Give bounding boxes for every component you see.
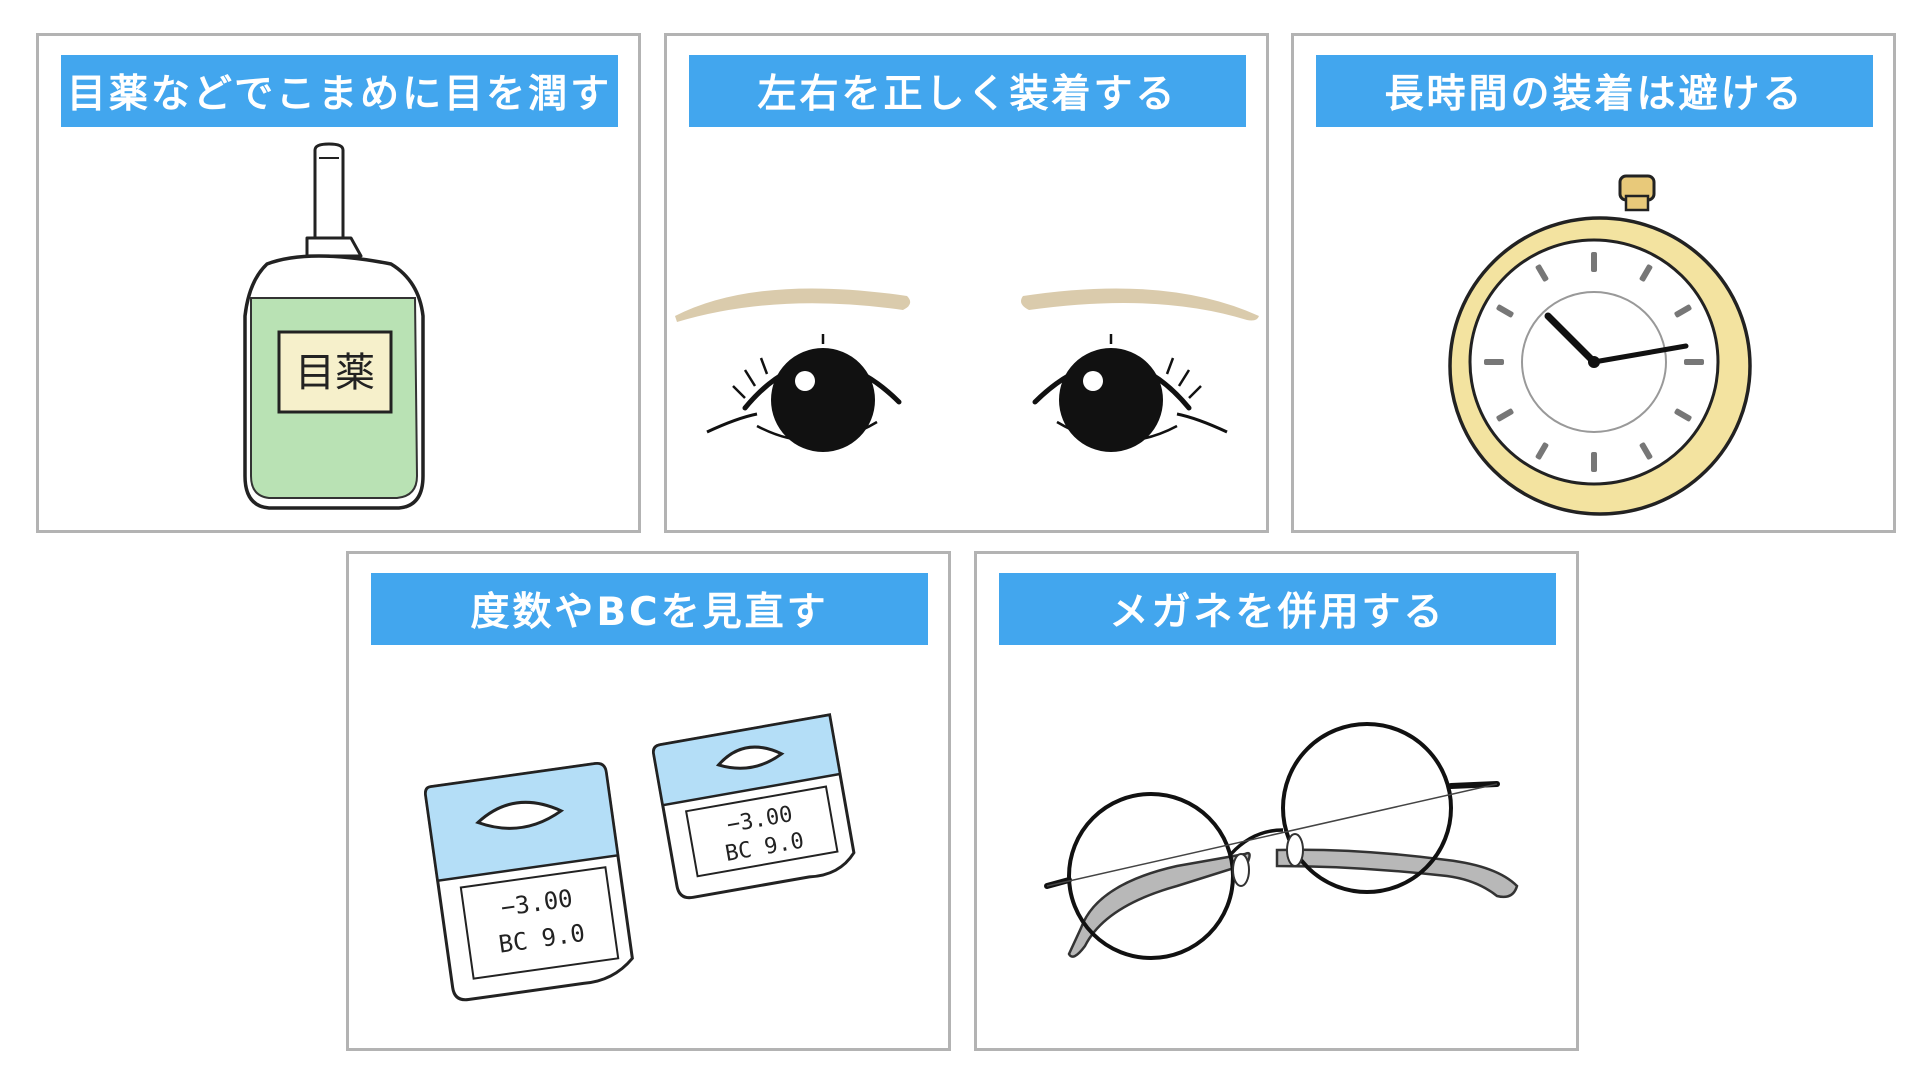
tip-panel-review-power-bc: 度数やBCを見直す −3.00 BC 9.0 −3.00 BC 9.0	[346, 551, 951, 1051]
eye-drop-bottle-illustration: 目薬	[39, 136, 638, 530]
tip-title: メガネを併用する	[999, 573, 1556, 645]
tip-panel-eye-drops: 目薬などでこまめに目を潤す 目薬	[36, 33, 641, 533]
tip-title: 度数やBCを見直す	[371, 573, 928, 645]
tip-panel-avoid-long-wear: 長時間の装着は避ける	[1291, 33, 1896, 533]
glasses-illustration	[977, 654, 1576, 1048]
contact-lens-cases-illustration: −3.00 BC 9.0 −3.00 BC 9.0	[349, 654, 948, 1048]
eye-drop-label-text: 目薬	[295, 350, 375, 396]
eyes-illustration	[667, 136, 1266, 530]
tip-title: 目薬などでこまめに目を潤す	[61, 55, 618, 127]
tip-title: 長時間の装着は避ける	[1316, 55, 1873, 127]
tip-panel-use-glasses: メガネを併用する	[974, 551, 1579, 1051]
tip-panel-wear-correctly: 左右を正しく装着する	[664, 33, 1269, 533]
tip-title: 左右を正しく装着する	[689, 55, 1246, 127]
pocket-watch-illustration	[1294, 136, 1893, 530]
